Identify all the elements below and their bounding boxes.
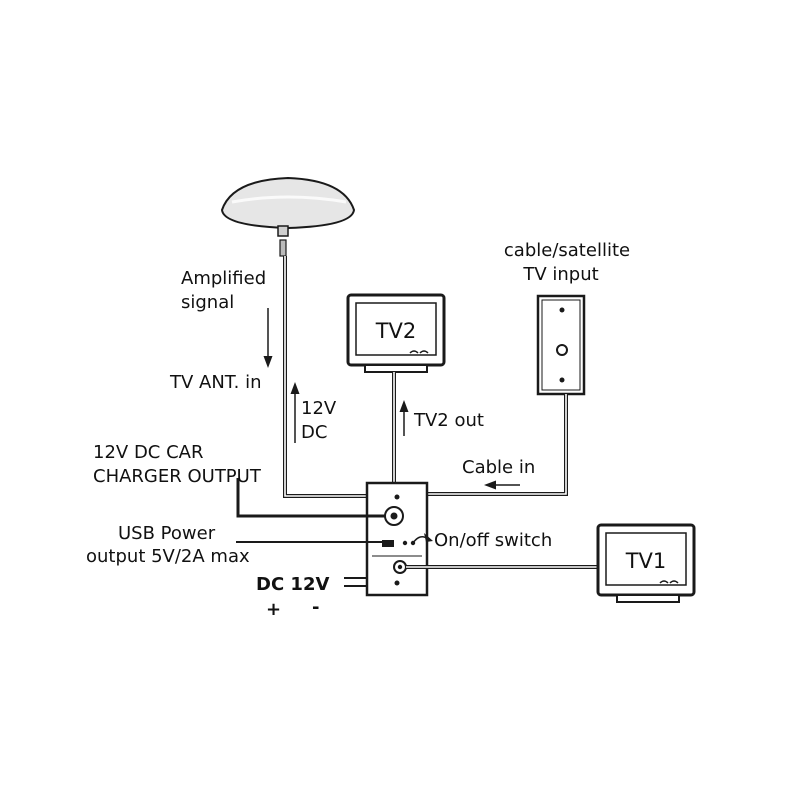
coax-jack-icon <box>556 344 568 356</box>
car-charger-label-2: CHARGER OUTPUT <box>93 466 262 487</box>
usb-power-label: USB Power <box>118 523 216 544</box>
tv1-knobs-icon <box>659 580 679 584</box>
tv2-screen-label: TV2 <box>375 319 417 343</box>
tv2-out-label: TV2 out <box>413 410 484 431</box>
cable-wall-plate <box>536 294 586 396</box>
dc-12v-leads <box>344 577 367 587</box>
antenna <box>220 176 356 257</box>
usb-port-icon <box>382 540 394 547</box>
cable-satellite-label: cable/satellite <box>504 240 630 261</box>
tv-input-label: TV input <box>522 264 598 285</box>
tv1-monitor <box>596 523 696 603</box>
amplified-signal-label: Amplified <box>181 268 266 289</box>
central-wall-plate <box>365 481 429 597</box>
amplified-signal-label-2: signal <box>181 292 234 313</box>
plus-label: + <box>266 599 281 620</box>
car-charger-wire <box>236 478 385 518</box>
cable-in-wire <box>428 394 568 496</box>
usb-power-label-2: output 5V/2A max <box>86 546 250 567</box>
tv2-monitor <box>346 293 446 373</box>
minus-label: - <box>312 597 319 618</box>
dc-12v-label: DC 12V <box>256 574 329 595</box>
tv-ant-in-label: TV ANT. in <box>169 372 262 393</box>
cable-in-arrow-icon <box>484 480 520 490</box>
tv1-screen-label: TV1 <box>625 549 667 573</box>
tv2-knobs-icon <box>409 350 429 354</box>
antenna-cable <box>283 256 372 498</box>
on-off-pointer <box>412 533 433 544</box>
tv2-out-arrow-icon <box>399 400 409 436</box>
twelve-v-dc-arrow-icon <box>290 382 300 443</box>
car-charger-label: 12V DC CAR <box>93 442 203 463</box>
on-off-switch-label: On/off switch <box>434 530 552 551</box>
dc-label: DC <box>301 422 327 443</box>
cable-in-label: Cable in <box>462 457 535 478</box>
twelve-v-label: 12V <box>301 398 337 419</box>
amplified-signal-arrow-icon <box>263 308 273 368</box>
